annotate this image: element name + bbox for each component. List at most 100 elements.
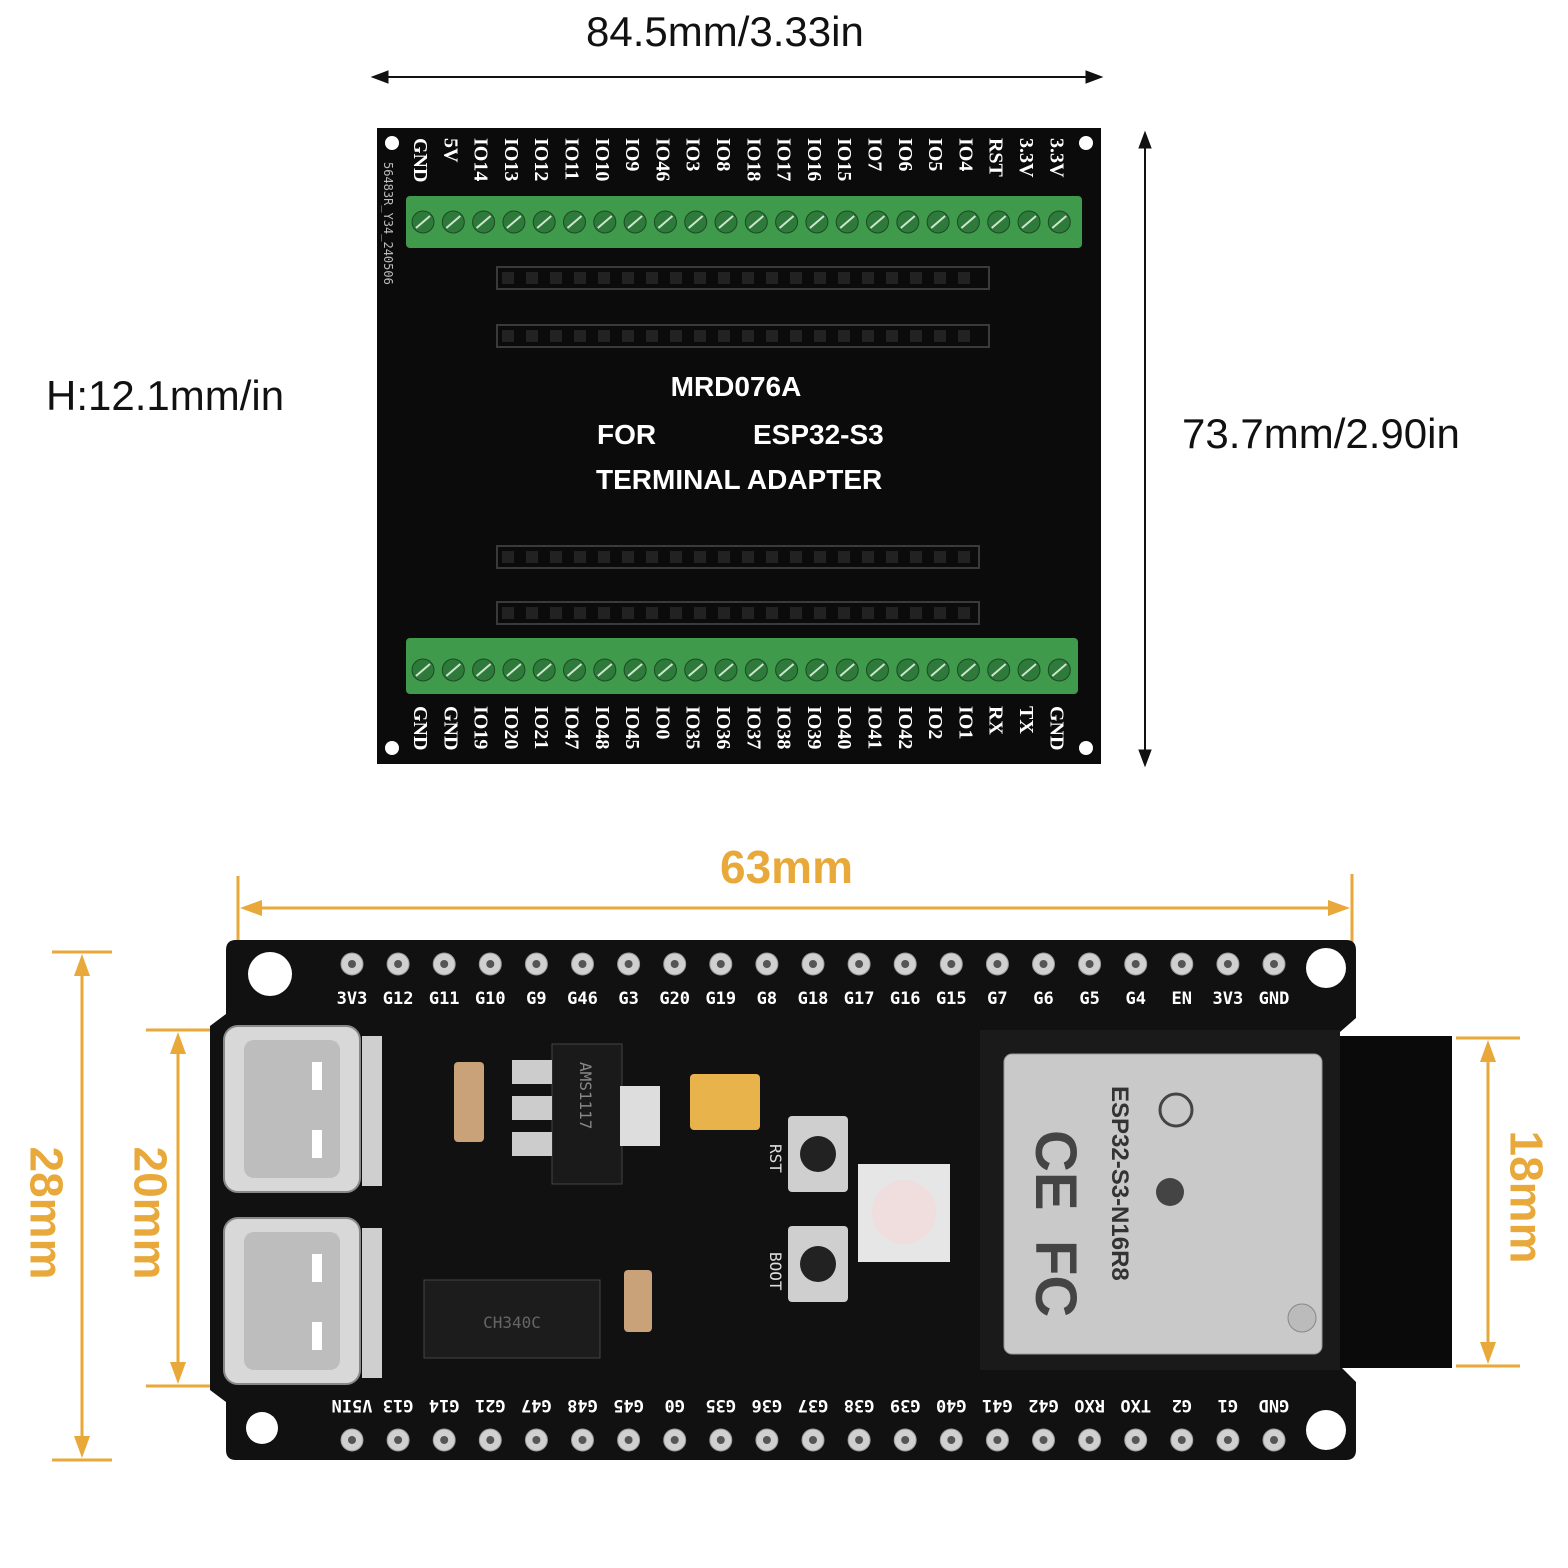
rgb-led xyxy=(858,1164,950,1262)
adapter-bottom-pin-label: IO35 xyxy=(682,706,704,749)
socket-hole xyxy=(886,607,898,619)
screw-slot xyxy=(627,663,643,677)
pin-hole xyxy=(532,960,541,968)
socket-hole xyxy=(718,272,730,284)
socket-hole xyxy=(526,607,538,619)
screw-slot xyxy=(960,215,977,229)
screw-slot xyxy=(869,663,886,677)
socket-hole xyxy=(550,272,562,284)
mount-hole xyxy=(1079,741,1093,755)
devboard-bottom-pads xyxy=(340,1428,1286,1452)
pin-hole xyxy=(532,1436,541,1444)
adapter-bottom-pin-label: IO48 xyxy=(591,706,613,749)
pin-hole xyxy=(1131,1436,1140,1444)
socket-hole xyxy=(670,330,682,342)
devboard-top-pin-label: G15 xyxy=(936,989,967,1009)
mount-hole xyxy=(248,952,292,996)
screw-slot xyxy=(415,663,431,677)
pin-hole xyxy=(855,1436,864,1444)
socket-hole xyxy=(886,551,898,563)
adapter-bottom-pin-label: IO42 xyxy=(894,706,916,749)
devboard-bottom-pin-label: G39 xyxy=(890,1395,921,1415)
screw-slot xyxy=(597,663,613,677)
pin-hole xyxy=(809,960,817,968)
screw-slot xyxy=(657,663,674,677)
adapter-bottom-pin-label: IO0 xyxy=(651,706,673,739)
pin-hole xyxy=(1270,960,1278,968)
screw-slot xyxy=(475,215,492,229)
socket-hole xyxy=(694,551,706,563)
tantalum-capacitor xyxy=(690,1074,760,1130)
screw-slot xyxy=(839,215,855,229)
screw-slot xyxy=(809,663,825,677)
pin-hole xyxy=(1131,960,1140,968)
adapter-top-pin-label: IO5 xyxy=(924,138,946,171)
rst-label: RST xyxy=(766,1144,785,1173)
adapter-top-pin-label: RST xyxy=(985,138,1007,178)
socket-hole xyxy=(502,272,514,284)
screw-slot xyxy=(900,663,916,677)
adapter-bottom-pin-label: IO1 xyxy=(954,706,976,739)
pin-hole xyxy=(716,960,725,968)
screw-slot xyxy=(991,663,1007,677)
socket-hole xyxy=(670,272,682,284)
pin-hole xyxy=(1177,1436,1186,1444)
socket-hole xyxy=(574,607,586,619)
adapter-top-pin-label: IO4 xyxy=(954,138,976,171)
pin-hole xyxy=(762,960,771,968)
silk-code: 56483R_Y34_240506 xyxy=(381,162,395,285)
devboard-height-inner-arrow xyxy=(146,1028,210,1388)
screw-slot xyxy=(445,215,461,229)
devboard-bottom-pin-label: G1 xyxy=(1218,1395,1238,1415)
socket-hole xyxy=(790,551,802,563)
screw-slot xyxy=(748,215,764,229)
devboard-bottom-pin-label: G40 xyxy=(936,1395,967,1415)
mount-hole xyxy=(1306,1410,1346,1450)
socket-hole xyxy=(838,272,850,284)
pin-hole xyxy=(348,960,356,968)
pin-hole xyxy=(901,1436,910,1444)
devboard-bottom-pin-label: GND xyxy=(1259,1395,1290,1415)
socket-hole xyxy=(814,330,826,342)
mount-hole xyxy=(1306,948,1346,988)
adapter-h-label: H:12.1mm/in xyxy=(46,372,285,419)
devboard-width-label: 63mm xyxy=(720,841,853,893)
screw-slot xyxy=(718,663,734,677)
pin-hole xyxy=(1085,1436,1094,1444)
devboard-top-pin-label: G12 xyxy=(383,989,414,1009)
socket-hole xyxy=(910,330,922,342)
devboard-top-pin-label: GND xyxy=(1259,989,1290,1009)
adapter-bottom-pin-label: GND xyxy=(439,706,461,750)
screw-slot xyxy=(809,215,825,229)
devboard-bottom-pin-label: G48 xyxy=(567,1395,598,1415)
adapter-top-pin-label: IO17 xyxy=(773,138,795,181)
pin-hole xyxy=(1270,1436,1278,1444)
screw-slot xyxy=(415,215,431,229)
socket-hole xyxy=(958,607,970,619)
socket-hole xyxy=(502,330,514,342)
pin-hole xyxy=(394,960,403,968)
devboard-bottom-pin-label: G2 xyxy=(1172,1395,1192,1415)
socket-hole xyxy=(622,330,634,342)
devboard-top-pin-label: G6 xyxy=(1033,989,1053,1009)
adapter-bottom-pin-label: IO47 xyxy=(561,706,583,749)
adapter-bottom-pin-label: IO21 xyxy=(530,706,552,749)
socket-hole xyxy=(622,272,634,284)
socket-holes xyxy=(502,272,970,619)
adapter-top-pin-label: IO9 xyxy=(621,138,643,171)
devboard-top-pin-label: G16 xyxy=(890,989,921,1009)
pin-hole xyxy=(440,1436,449,1444)
adapter-top-pin-label: IO16 xyxy=(803,138,825,181)
pin-hole xyxy=(578,1436,587,1444)
screw-slot xyxy=(839,663,855,677)
adapter-bottom-pin-label: IO37 xyxy=(742,706,764,749)
adapter-width-arrow xyxy=(370,70,1104,84)
devboard-bottom-pin-label: G42 xyxy=(1028,1395,1059,1415)
devboard-top-pin-label: G19 xyxy=(705,989,736,1009)
devboard-antenna-arrow xyxy=(1456,1036,1520,1368)
adapter-top-pin-label: 3.3V xyxy=(1045,138,1067,178)
adapter-bottom-pin-label: TX xyxy=(1015,706,1037,734)
socket-hole xyxy=(934,330,946,342)
